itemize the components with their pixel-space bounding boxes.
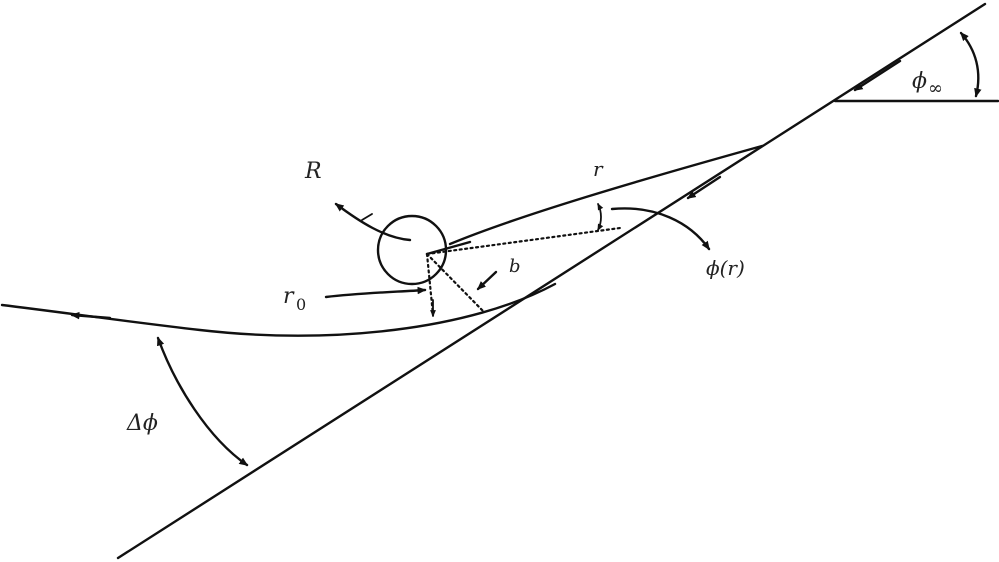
r-label: r bbox=[593, 157, 604, 181]
delta-phi-label: Δϕ bbox=[126, 411, 158, 436]
phi-r-label: ϕ(r) bbox=[706, 256, 745, 280]
phi-infinity-arc bbox=[959, 31, 982, 98]
incoming-trajectory bbox=[448, 144, 764, 246]
phi-infinity-subscript: ∞ bbox=[928, 78, 943, 99]
R-arrow bbox=[334, 202, 412, 242]
outgoing-direction-arrow bbox=[70, 311, 112, 320]
incoming-direction-arrow bbox=[853, 59, 902, 92]
R-label: R bbox=[304, 159, 322, 184]
r-angle-arc bbox=[597, 202, 604, 232]
b-pointer-arrow bbox=[476, 270, 498, 291]
r0-label: r 0 bbox=[283, 284, 306, 314]
outgoing-trajectory bbox=[0, 282, 557, 337]
delta-phi-arc bbox=[156, 336, 249, 467]
dotted-impact-line bbox=[425, 252, 486, 314]
phi-r-arrow bbox=[610, 207, 711, 251]
b-label: b bbox=[509, 256, 521, 277]
incoming-direction-arrow-2 bbox=[686, 175, 722, 200]
dotted-r0-line bbox=[425, 252, 435, 317]
r0-pointer-arrow bbox=[324, 286, 427, 299]
target-circle bbox=[376, 214, 448, 286]
r0-symbol: r bbox=[283, 284, 295, 309]
r0-subscript: 0 bbox=[296, 295, 306, 314]
phi-infinity-symbol: ϕ bbox=[912, 69, 927, 94]
dotted-polar-axis bbox=[425, 226, 622, 256]
incoming-asymptote-line bbox=[116, 2, 987, 560]
phi-infinity-label: ϕ ∞ bbox=[912, 69, 943, 99]
R-arrow-tick bbox=[361, 213, 373, 221]
